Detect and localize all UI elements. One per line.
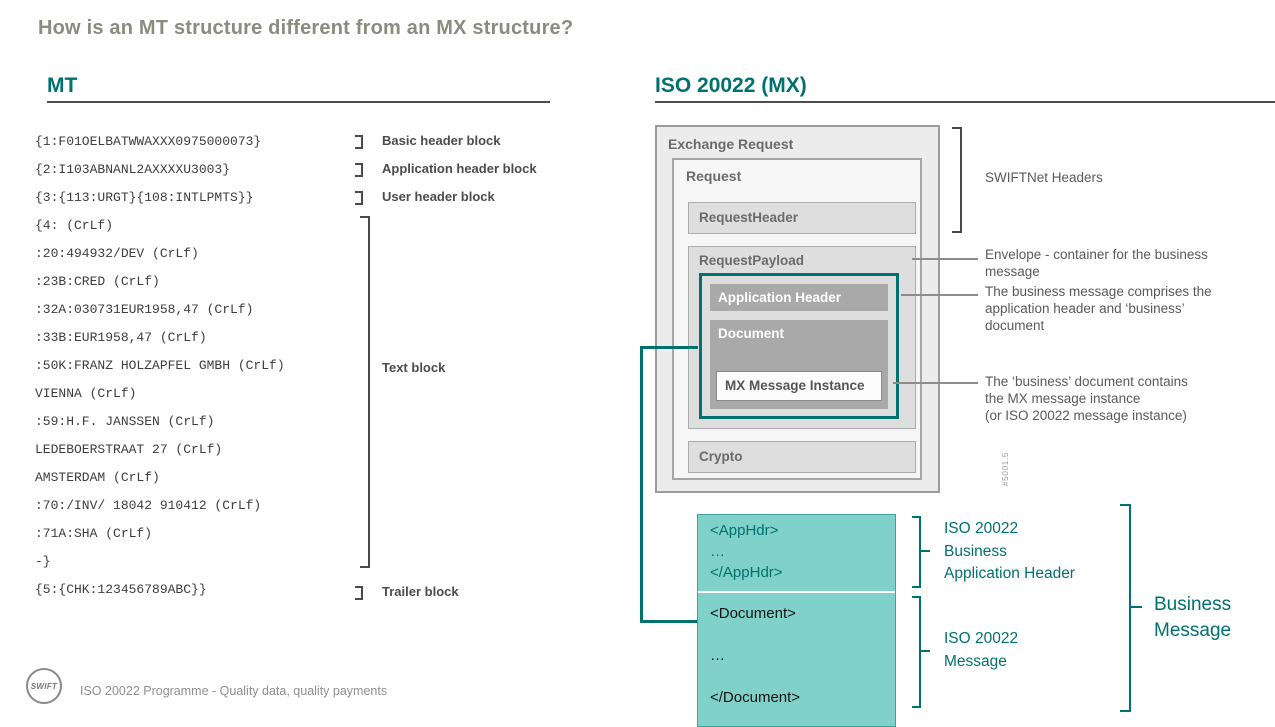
business-document-connector-line [893, 382, 978, 384]
exchange-request-box: Exchange Request Request RequestHeader R… [655, 125, 940, 493]
iso-message-bracket [912, 596, 921, 708]
request-payload-label: RequestPayload [699, 253, 805, 268]
mt-code-line: -} [35, 554, 51, 569]
business-message-bracket-arm [1131, 606, 1142, 608]
mt-code-line: :33B:EUR1958,47 (CrLf) [35, 330, 207, 345]
mt-code-line: :59:H.F. JANSSEN (CrLf) [35, 414, 215, 429]
mt-code-line: VIENNA (CrLf) [35, 386, 137, 401]
trailer-block-label: Trailer block [382, 584, 459, 599]
user-header-block-label: User header block [382, 189, 495, 204]
swiftnet-headers-label: SWIFTNet Headers [985, 170, 1103, 185]
apphdr-section: <AppHdr> … </AppHdr> [698, 515, 895, 593]
business-message-label: Business Message [1154, 594, 1232, 641]
mt-code-line: :71A:SHA (CrLf) [35, 526, 153, 541]
mt-code-line: :23B:CRED (CrLf) [35, 274, 160, 289]
swift-logo: SWIFT [26, 668, 62, 704]
mt-code-line: :32A:030731EUR1958,47 (CrLf) [35, 302, 254, 317]
document-section: <Document> … </Document> [698, 593, 895, 719]
iso-message-label: ISO 20022 Message [944, 630, 1019, 670]
business-message-annotation: The business message comprises the appli… [985, 284, 1212, 333]
business-document-annotation: The ‘business’ document contains the MX … [985, 374, 1188, 423]
xml-code-box: <AppHdr> … </AppHdr> <Document> … </Document… [697, 514, 896, 727]
apphdr-code-line: </AppHdr> [710, 564, 783, 581]
envelope-connector-line [912, 258, 978, 260]
request-box: Request RequestHeader RequestPayload App… [672, 158, 922, 480]
mt-code-line: LEDEBOERSTRAAT 27 (CrLf) [35, 442, 223, 457]
crypto-box: Crypto [688, 441, 916, 473]
document-label: Document [718, 326, 785, 341]
mt-heading: MT [47, 74, 78, 97]
page-title: How is an MT structure different from an… [38, 17, 574, 39]
application-header-bracket [355, 163, 363, 177]
mt-code-line: AMSTERDAM (CrLf) [35, 470, 160, 485]
mt-code-line: :70:/INV/ 18042 910412 (CrLf) [35, 498, 262, 513]
iso-bah-bracket-arm [921, 550, 930, 552]
mt-code-line: {3:{113:URGT}{108:INTLPMTS}} [35, 190, 254, 205]
document-box: Document MX Message Instance [710, 320, 888, 409]
business-message-bracket [1120, 504, 1131, 712]
mx-heading: ISO 20022 (MX) [655, 74, 807, 97]
mt-code-line: {4: (CrLf) [35, 218, 114, 233]
mt-code-line: {2:I103ABNANL2AXXXXU3003} [35, 162, 231, 177]
mt-code-line: :50K:FRANZ HOLZAPFEL GMBH (CrLf) [35, 358, 285, 373]
mt-code-line: {1:F01OELBATWWAXXX0975000073} [35, 134, 262, 149]
apphdr-code-line: <AppHdr> [710, 522, 779, 539]
document-code-line: </Document> [710, 689, 801, 706]
side-note: #5001.5 [1000, 452, 1010, 487]
document-code-line: … [710, 647, 725, 664]
swift-logo-text: SWIFT [30, 681, 58, 691]
teal-connector-bottom [640, 620, 697, 623]
iso-message-bracket-arm [921, 650, 930, 652]
basic-header-bracket [355, 135, 363, 149]
document-code-line: <Document> [710, 605, 796, 622]
request-payload-box: RequestPayload Application Header Docume… [688, 246, 916, 429]
exchange-request-label: Exchange Request [668, 136, 794, 152]
user-header-bracket [355, 191, 363, 205]
text-block-label: Text block [382, 360, 446, 375]
request-label: Request [686, 168, 742, 184]
business-message-connector-line [901, 294, 978, 296]
application-header-box: Application Header [710, 284, 888, 311]
mt-heading-rule [47, 101, 550, 103]
mx-heading-rule [655, 101, 1275, 103]
mt-code-line: {5:{CHK:123456789ABC}} [35, 582, 207, 597]
apphdr-code-line: … [710, 543, 725, 560]
swiftnet-headers-bracket [952, 127, 962, 233]
request-header-box: RequestHeader [688, 202, 916, 234]
mx-message-instance-box: MX Message Instance [716, 371, 882, 401]
mt-code-line: :20:494932/DEV (CrLf) [35, 246, 199, 261]
teal-connector-vertical [640, 346, 643, 623]
iso-bah-label: ISO 20022 Business Application Header [944, 520, 1075, 582]
basic-header-block-label: Basic header block [382, 133, 501, 148]
footer-text: ISO 20022 Programme - Quality data, qual… [80, 684, 388, 698]
teal-connector-top [640, 346, 698, 349]
iso-bah-bracket [912, 516, 921, 588]
request-header-label: RequestHeader [699, 210, 799, 225]
trailer-bracket [355, 586, 363, 600]
mt-code-block: {1:F01OELBATWWAXXX0975000073} {2:I103ABNA… [35, 128, 365, 604]
crypto-label: Crypto [699, 449, 743, 464]
application-header-block-label: Application header block [382, 161, 537, 176]
text-block-bracket [360, 216, 370, 568]
business-message-frame: Application Header Document MX Message I… [699, 273, 899, 419]
envelope-annotation: Envelope - container for the business me… [985, 247, 1208, 279]
